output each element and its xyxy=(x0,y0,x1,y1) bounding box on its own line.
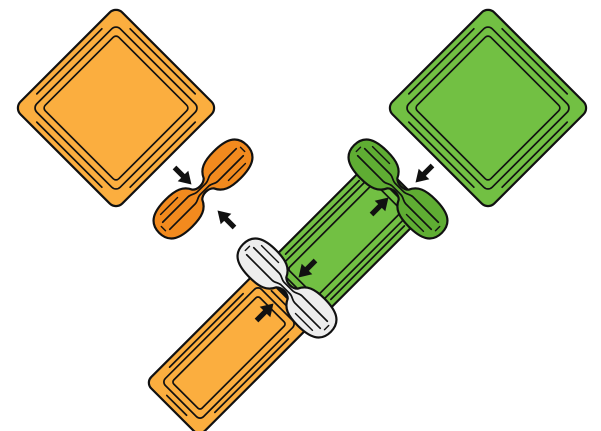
arrow-icon xyxy=(410,160,438,188)
arrow-icon xyxy=(169,162,197,190)
arrow-icon xyxy=(212,205,240,233)
